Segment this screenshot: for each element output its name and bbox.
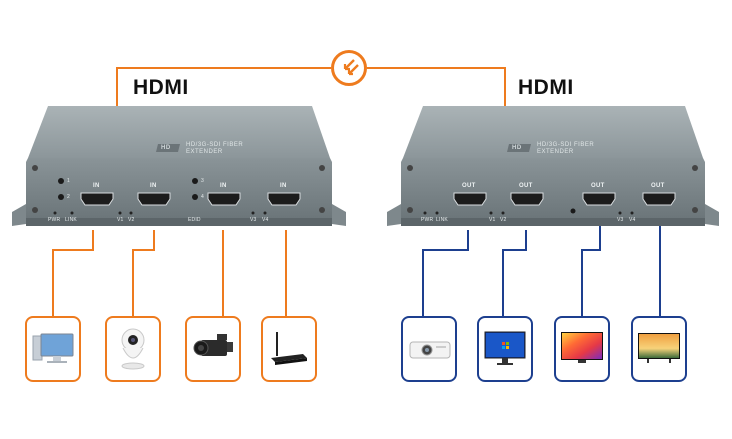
receiver-model-line2: EXTENDER [537, 149, 574, 155]
receiver-pwr-label: PWR [421, 217, 434, 223]
transmitter-port-label-3: IN [220, 183, 227, 189]
display-projector [401, 316, 457, 382]
receiver-link-label: LINK [436, 217, 448, 223]
transmitter-v3-label: V3 [250, 217, 257, 223]
transmitter-led-label-3: 3 [201, 178, 204, 184]
tv-box-icon [271, 332, 307, 365]
receiver-unit: HD HD/3G-SDI FIBER EXTENDER OUT OUT OUT … [385, 100, 725, 235]
receiver-v4-label: V4 [629, 217, 636, 223]
left-hdmi-title: HDMI [133, 76, 189, 99]
source-tv-box [261, 316, 317, 382]
camcorder-icon [193, 334, 233, 356]
display-colorful-icon [561, 332, 603, 363]
receiver-v1-label: V1 [489, 217, 496, 223]
transmitter-edid-label: EDID [188, 217, 201, 223]
security-camera-icon [121, 328, 145, 370]
transmitter-led-label-4: 4 [201, 194, 204, 200]
projector-icon [409, 341, 451, 359]
tv-landscape-icon [638, 333, 680, 363]
monitor-icon [484, 331, 526, 365]
transmitter-v4-label: V4 [262, 217, 269, 223]
receiver-v2-label: V2 [500, 217, 507, 223]
receiver-port-label-3: OUT [591, 183, 605, 189]
transmitter-model-line2: EXTENDER [186, 149, 223, 155]
transmitter-unit: HD HD/3G-SDI FIBER EXTENDER IN IN IN IN … [10, 100, 350, 235]
transmitter-led-label-1: 1 [67, 178, 70, 184]
receiver-brand-badge: HD [512, 145, 522, 151]
display-tv-landscape [631, 316, 687, 382]
right-hdmi-title: HDMI [518, 76, 574, 99]
source-desktop-computer [25, 316, 81, 382]
transmitter-port-label-2: IN [150, 183, 157, 189]
desktop-computer-icon [32, 333, 74, 363]
source-security-camera [105, 316, 161, 382]
display-colorful-screen [554, 316, 610, 382]
transmitter-link-label: LINK [65, 217, 77, 223]
receiver-port-label-4: OUT [651, 183, 665, 189]
display-monitor [477, 316, 533, 382]
transmitter-model-line1: HD/3G-SDI FIBER [186, 142, 244, 148]
source-camcorder [185, 316, 241, 382]
transmitter-port-label-4: IN [280, 183, 287, 189]
receiver-port-label-1: OUT [462, 183, 476, 189]
transmitter-port-label-1: IN [93, 183, 100, 189]
transmitter-pwr-label: PWR [48, 217, 61, 223]
transmitter-led-label-2: 2 [67, 194, 70, 200]
fiber-link-icon [331, 50, 367, 86]
transmitter-v2-label: V2 [128, 217, 135, 223]
transmitter-brand-badge: HD [161, 145, 171, 151]
transmitter-v1-label: V1 [117, 217, 124, 223]
receiver-v3-label: V3 [617, 217, 624, 223]
receiver-port-label-2: OUT [519, 183, 533, 189]
receiver-model-line1: HD/3G-SDI FIBER [537, 142, 595, 148]
